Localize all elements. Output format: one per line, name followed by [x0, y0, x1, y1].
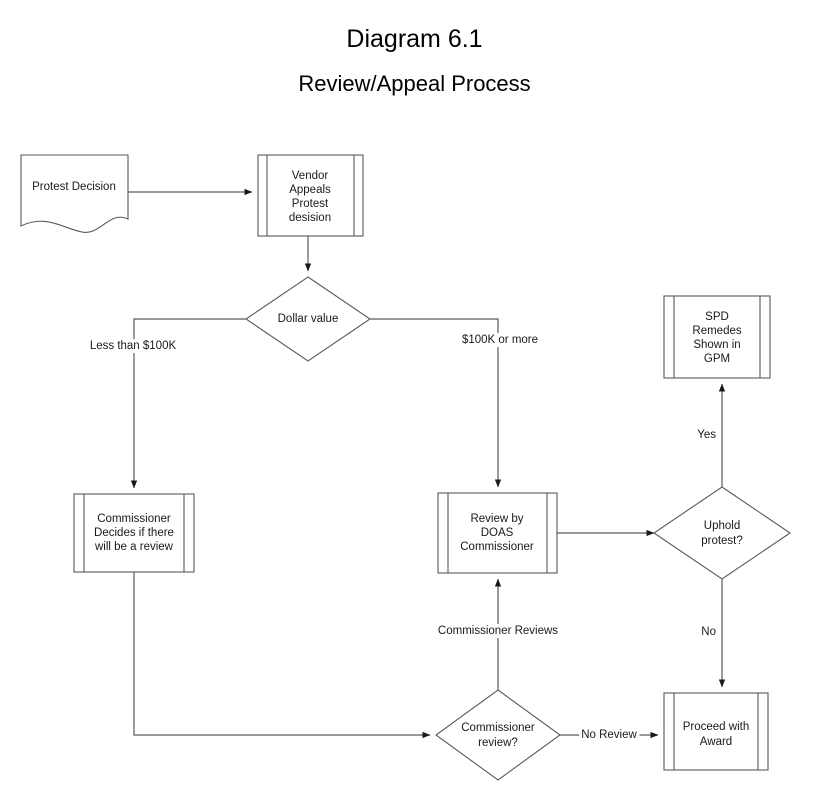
edge-label-no: No [701, 626, 716, 638]
protest-decision-label: Protest Decision [32, 181, 116, 193]
dollar-value-label: Dollar value [278, 313, 339, 325]
vendor-appeals-label-line2: Appeals [289, 184, 331, 196]
review-by-doas-label-line3: Commissioner [460, 541, 534, 553]
edge-label-less-than-100k-backdrop [87, 339, 179, 354]
vendor-appeals-label-line4: desision [289, 212, 331, 224]
node-proceed-with-award[interactable]: Proceed with Award [663, 692, 769, 771]
edge-label-less-than-100k: Less than $100K [90, 340, 177, 352]
spd-remedies-label-line2: Remedes [692, 325, 741, 337]
edge-label-commissioner-reviews-backdrop [435, 624, 561, 639]
node-review-by-doas[interactable]: Review by DOAS Commissioner [437, 492, 558, 574]
node-dollar-value[interactable]: Dollar value [245, 276, 371, 362]
spd-remedies-label-line4: GPM [704, 353, 730, 365]
review-by-doas-label-line1: Review by [470, 513, 523, 525]
spd-remedies-label-line1: SPD [705, 311, 729, 323]
document-shape [20, 154, 129, 233]
edge-label-100k-or-more-backdrop [459, 333, 541, 348]
node-vendor-appeals[interactable]: Vendor Appeals Protest desision [257, 154, 364, 237]
edge-label-yes-backdrop [695, 428, 719, 443]
proceed-with-award-label-line2: Award [700, 736, 732, 748]
commissioner-decides-box [73, 493, 195, 573]
node-spd-remedies[interactable]: SPD Remedes Shown in GPM [663, 295, 771, 379]
page-subtitle: Review/Appeal Process [298, 71, 531, 96]
uphold-protest-label-line1: Uphold [704, 520, 740, 532]
edge-label-yes: Yes [697, 429, 716, 441]
edge-label-commissioner-reviews: Commissioner Reviews [438, 625, 558, 637]
dollar-value-diamond [245, 276, 371, 362]
edge-label-no-review: No Review [581, 729, 637, 741]
edge-dollar-to-review-doas [370, 318, 502, 488]
commissioner-decides-label-line3: will be a review [94, 541, 174, 553]
node-commissioner-decides[interactable]: Commissioner Decides if there will be a … [73, 493, 195, 573]
proceed-with-award-box [663, 692, 769, 771]
spd-remedies-label-line3: Shown in [693, 339, 740, 351]
proceed-with-award-label-line1: Proceed with [683, 721, 749, 733]
diagram-title-block: Diagram 6.1 Review/Appeal Process [0, 0, 829, 97]
commissioner-review-label-line2: review? [478, 737, 518, 749]
edge-label-100k-or-more: $100K or more [462, 334, 538, 346]
spd-remedies-box [663, 295, 771, 379]
page-title: Diagram 6.1 [346, 25, 483, 53]
vendor-appeals-label-line1: Vendor [292, 170, 329, 182]
uphold-protest-label-line2: protest? [701, 535, 743, 547]
uphold-protest-diamond [653, 486, 791, 580]
node-protest-decision[interactable]: Protest Decision [20, 154, 129, 233]
edge-labels: Less than $100K $100K or more Yes No Com… [87, 333, 719, 743]
edge-label-no-review-backdrop [579, 728, 640, 743]
review-by-doas-box [437, 492, 558, 574]
commissioner-review-label-line1: Commissioner [461, 722, 535, 734]
commissioner-review-diamond [435, 689, 561, 781]
edge-commissioner-decides-to-commissioner-review [133, 572, 431, 739]
edge-label-no-backdrop [699, 625, 718, 640]
connectors [128, 188, 726, 739]
vendor-appeals-label-line3: Protest [292, 198, 329, 210]
vendor-appeals-box [257, 154, 364, 237]
review-by-doas-label-line2: DOAS [481, 527, 514, 539]
edge-dollar-to-commissioner-decides [130, 318, 246, 489]
commissioner-decides-label-line2: Decides if there [94, 527, 174, 539]
node-uphold-protest[interactable]: Uphold protest? [653, 486, 791, 580]
node-commissioner-review[interactable]: Commissioner review? [435, 689, 561, 781]
commissioner-decides-label-line1: Commissioner [97, 513, 171, 525]
